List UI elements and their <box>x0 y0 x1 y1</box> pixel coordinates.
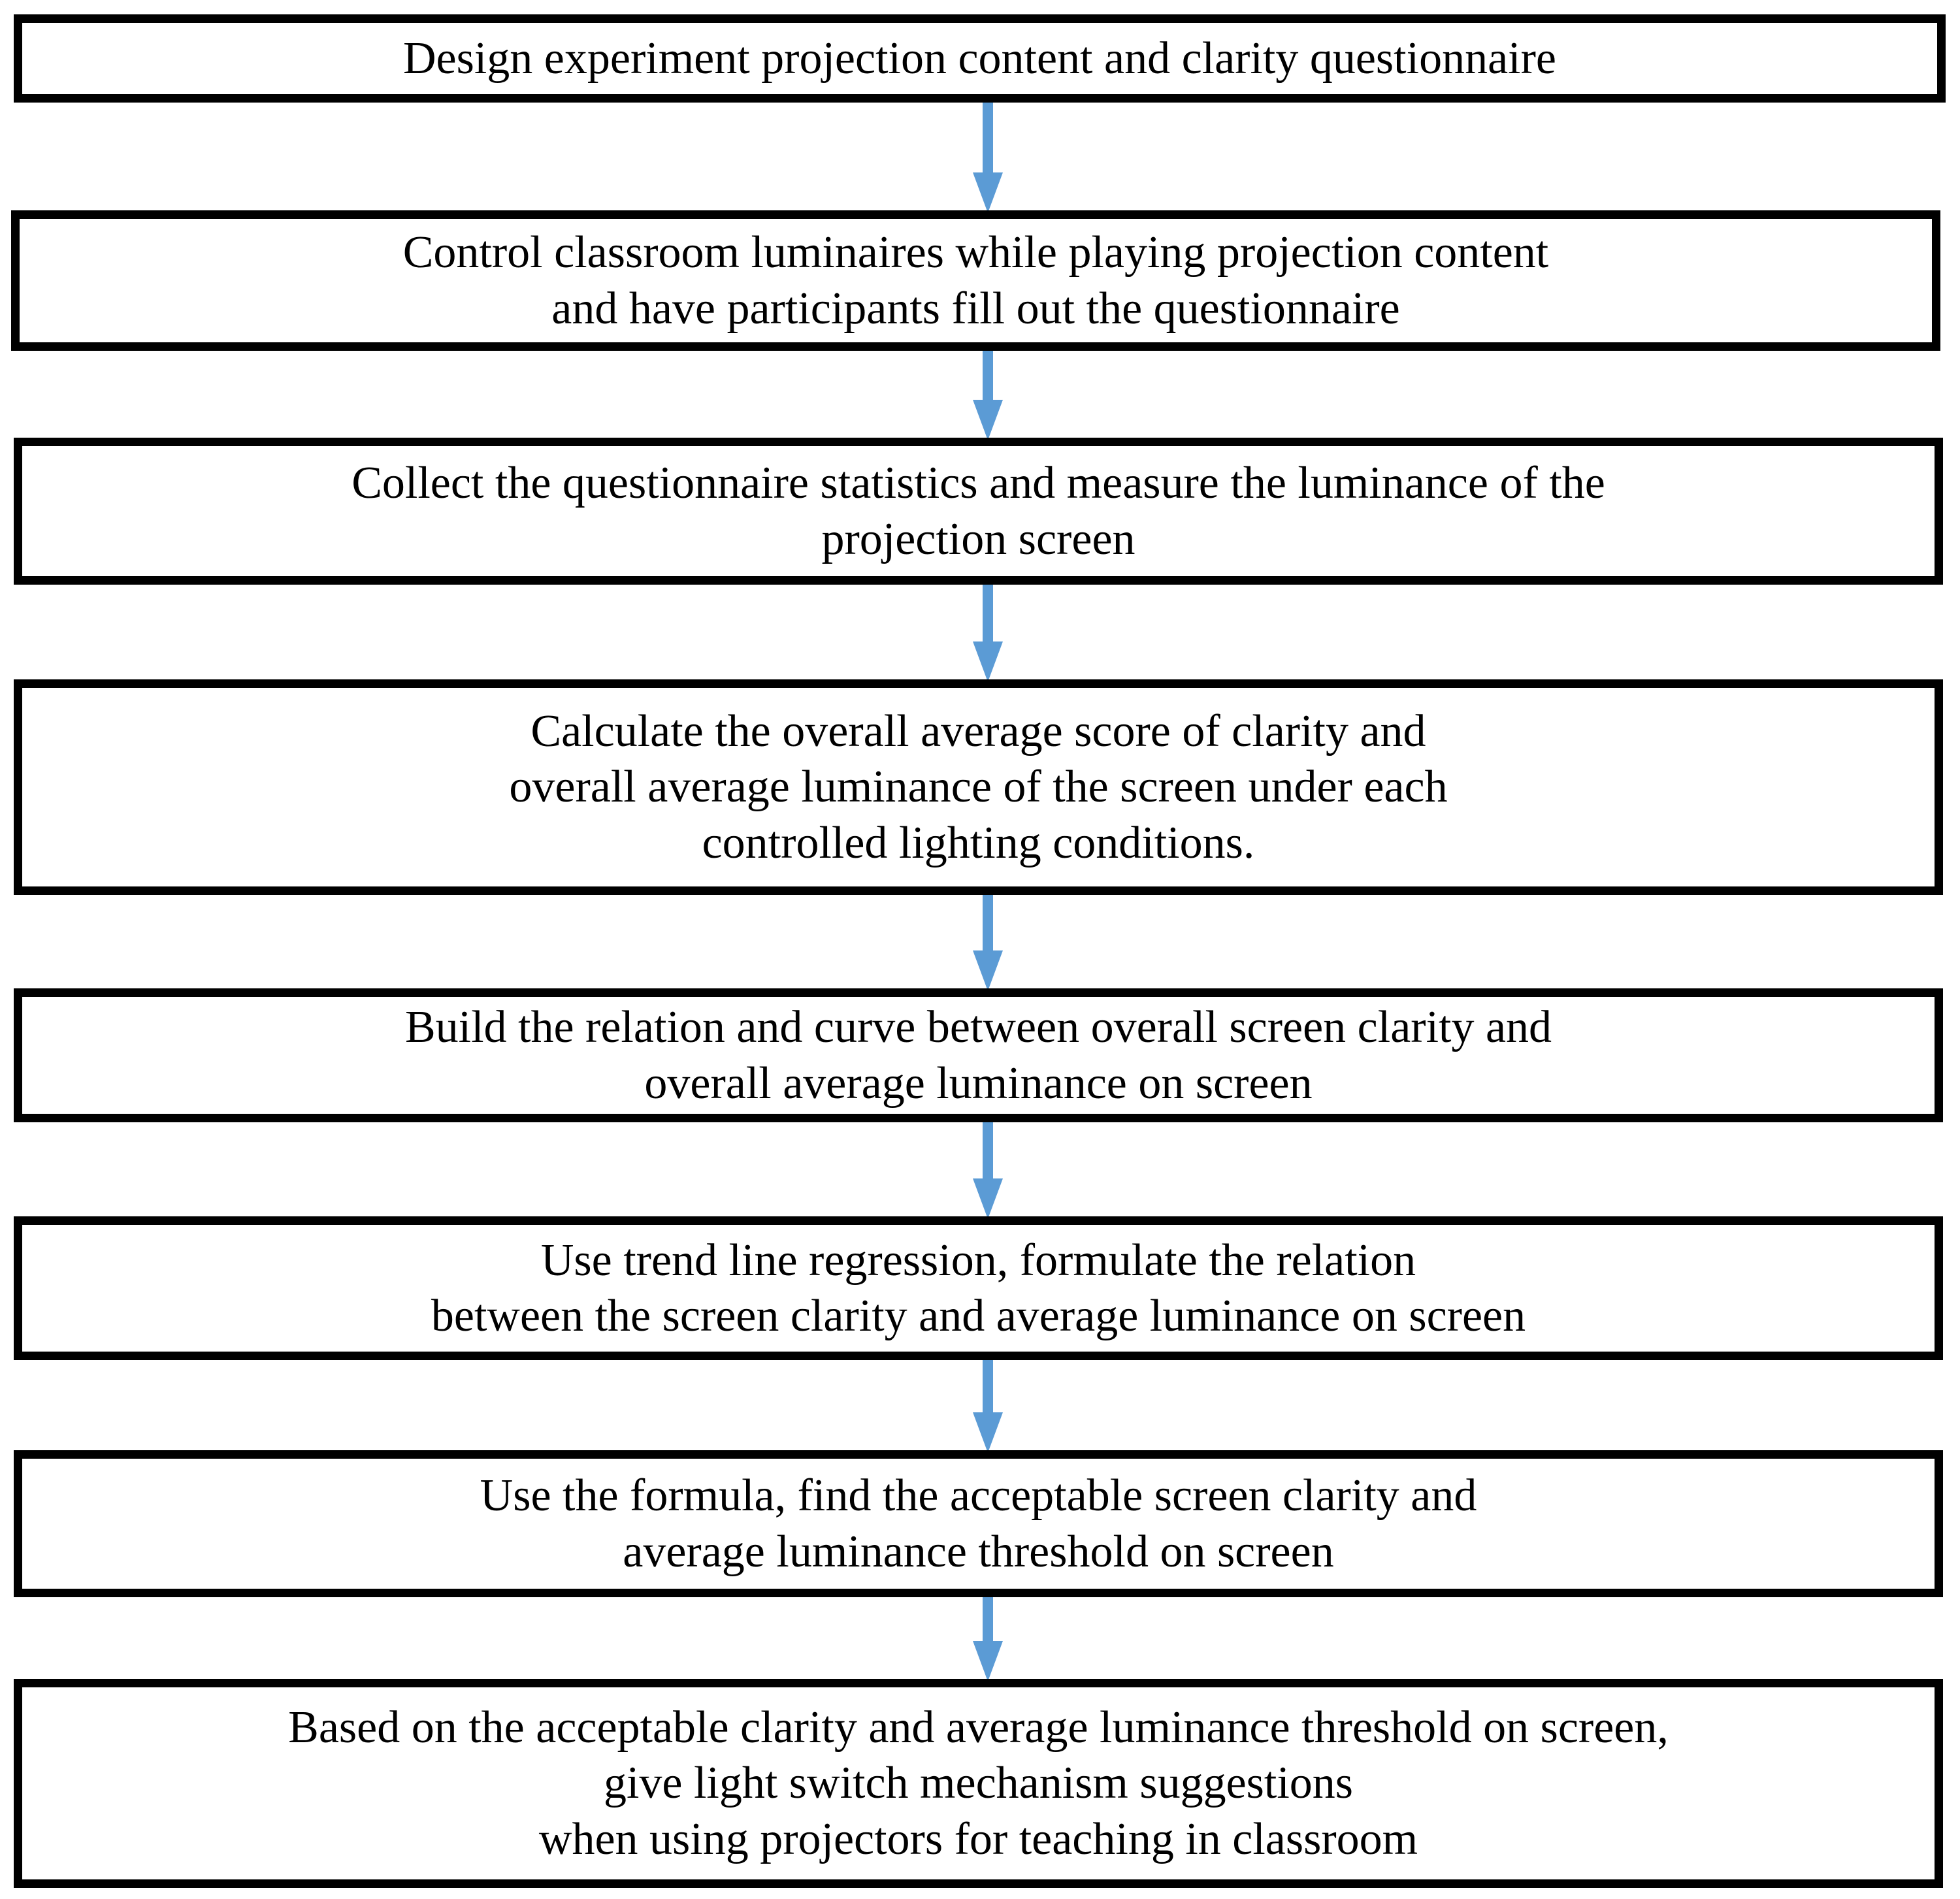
flow-node-label: Calculate the overall average score of c… <box>509 706 1448 868</box>
flow-node-step-8: Based on the acceptable clarity and aver… <box>14 1679 1943 1888</box>
arrow-5-6 <box>973 1122 1003 1219</box>
flow-node-label: Use trend line regression, formulate the… <box>431 1235 1526 1341</box>
arrow-6-7 <box>973 1360 1003 1453</box>
flow-node-step-3: Collect the questionnaire statistics and… <box>14 438 1943 585</box>
flow-node-step-6: Use trend line regression, formulate the… <box>14 1216 1943 1360</box>
arrow-7-8 <box>973 1597 1003 1681</box>
flow-node-label: Use the formula, find the acceptable scr… <box>480 1470 1477 1577</box>
flow-node-step-1: Design experiment projection content and… <box>14 14 1946 103</box>
flow-node-step-7: Use the formula, find the acceptable scr… <box>14 1450 1943 1597</box>
flow-node-label: Based on the acceptable clarity and aver… <box>288 1702 1669 1864</box>
flow-node-label: Control classroom luminaires while playi… <box>402 227 1549 334</box>
flow-node-step-4: Calculate the overall average score of c… <box>14 679 1943 895</box>
arrow-4-5 <box>973 895 1003 991</box>
flow-node-step-5: Build the relation and curve between ove… <box>14 988 1943 1122</box>
arrow-3-4 <box>973 585 1003 682</box>
flow-node-label: Design experiment projection content and… <box>403 33 1556 84</box>
arrow-2-3 <box>973 351 1003 440</box>
flow-node-label: Collect the questionnaire statistics and… <box>351 458 1605 564</box>
flow-node-label: Build the relation and curve between ove… <box>404 1002 1552 1109</box>
arrow-1-2 <box>973 103 1003 213</box>
flow-node-step-2: Control classroom luminaires while playi… <box>11 210 1940 351</box>
